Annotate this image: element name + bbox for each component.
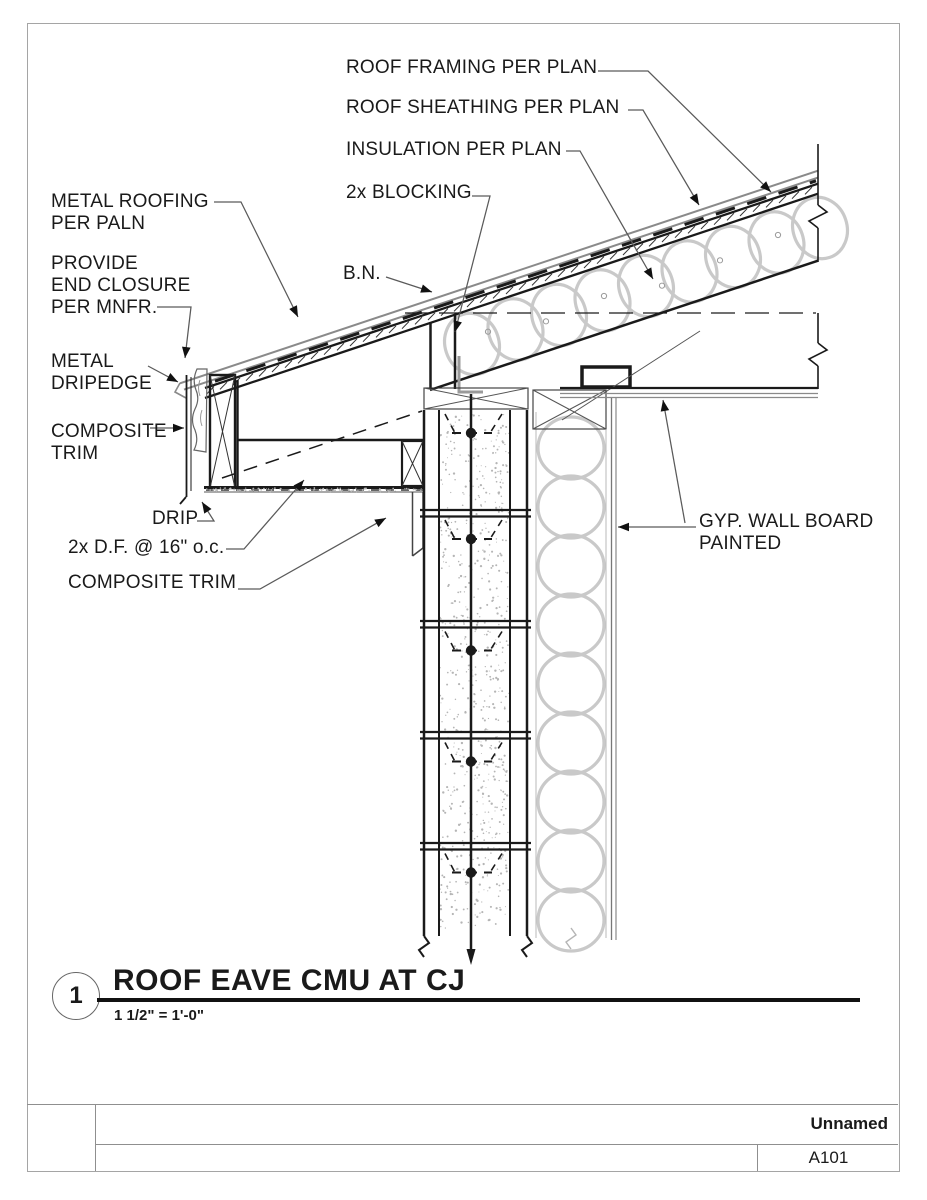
cmu-wall [205,387,607,965]
roof-assembly [173,169,819,421]
label-composite-trim-lower: COMPOSITE TRIM [68,572,237,593]
sheet-name: Unnamed [810,1114,888,1133]
label-end-closure: PROVIDE END CLOSURE PER MNFR. [51,253,191,318]
label-drip: DRIP [152,508,199,529]
interior-finishes [560,386,818,940]
view-scale: 1 1/2" = 1'-0" [114,1007,204,1024]
sheet-border [27,23,900,1172]
label-metal-roofing: METAL ROOFING PER PALN [51,191,209,234]
label-bn: B.N. [343,263,381,284]
label-roof-framing: ROOF FRAMING PER PLAN [346,57,598,78]
label-blocking: 2x BLOCKING [346,182,472,203]
detail-number-bubble: 1 [52,972,100,1020]
break-lines [417,144,829,958]
label-df-spacing: 2x D.F. @ 16" o.c. [68,537,225,558]
titleblock-top-line [27,1104,898,1105]
label-gyp-wall-board: GYP. WALL BOARD PAINTED [699,511,874,554]
titleblock-sheet-name-cell: Unnamed [95,1104,898,1145]
sheet-number: A101 [808,1148,849,1167]
label-dripedge: METAL DRIPEDGE [51,351,152,394]
titleblock-left-cell [27,1104,96,1171]
view-title: ROOF EAVE CMU AT CJ [113,964,466,997]
titleblock-sheet-number-cell: A101 [757,1145,899,1171]
leader-lines [147,70,772,590]
label-roof-sheathing: ROOF SHEATHING PER PLAN [346,97,620,118]
detail-number: 1 [69,982,83,1009]
view-title-underline [97,998,860,1002]
label-composite-trim-upper: COMPOSITE TRIM [51,421,167,464]
label-insulation: INSULATION PER PLAN [346,139,562,160]
eave-assembly [179,368,425,557]
